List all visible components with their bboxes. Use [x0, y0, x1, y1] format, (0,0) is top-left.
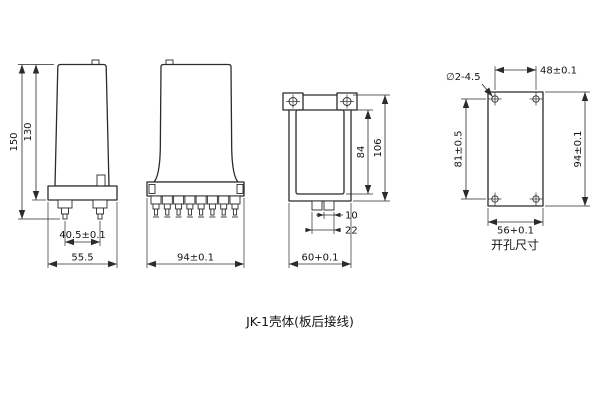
- rear-pin-right: [323, 200, 335, 211]
- dim-rear-height: 106: [373, 138, 384, 157]
- terminal-right: [92, 199, 108, 220]
- dim-side-width: 55.5: [71, 253, 93, 264]
- drill-view-label: 开孔尺寸: [491, 238, 539, 252]
- side-view: 150 130 40.5±0.1 55.5: [9, 59, 118, 268]
- drawing-caption: JK-1壳体(板后接线): [245, 314, 354, 329]
- dim-rear-width: 60+0.1: [301, 253, 338, 264]
- dim-pin-span: 22: [345, 225, 358, 236]
- terminal-left: [57, 199, 73, 220]
- rear-window: [295, 109, 345, 195]
- dim-window-height: 84: [356, 146, 367, 159]
- dim-cutout-width: 56+0.1: [497, 226, 534, 237]
- top-clip: [91, 59, 100, 65]
- dim-hole-pitch-x: 48±0.1: [540, 66, 577, 77]
- housing-body-front: [153, 63, 239, 183]
- flange-tab-right: [236, 184, 244, 194]
- cutout-outline: [487, 91, 544, 207]
- latch-screw: [96, 174, 106, 187]
- rear-view-dimensions: 84 106 10 22 60+0.1: [288, 94, 390, 268]
- front-view: 94±0.1: [146, 59, 245, 268]
- base-flange-side: [47, 185, 118, 201]
- dim-terminal-pitch: 40.5±0.1: [59, 230, 106, 241]
- dim-front-width: 94±0.1: [177, 253, 214, 264]
- front-view-dimensions: 94±0.1: [146, 198, 245, 268]
- rear-view: 84 106 10 22 60+0.1: [282, 92, 390, 268]
- top-clip: [165, 59, 174, 65]
- drill-holes: [488, 92, 543, 206]
- hole-diameter-callout: ∅2-4.5: [446, 72, 481, 83]
- side-view-dimensions: 150 130 40.5±0.1 55.5: [9, 64, 118, 268]
- terminal-row: [150, 195, 241, 218]
- dim-hole-pitch-y: 81±0.5: [454, 130, 465, 167]
- dim-body-height: 130: [23, 122, 34, 141]
- drill-view-dimensions: ∅2-4.5 48±0.1 81±0.5 94±0.1 56+0.1: [446, 66, 590, 237]
- flange-tab-left: [148, 184, 156, 194]
- base-flange-front: [146, 181, 245, 197]
- dim-pin-width: 10: [345, 210, 358, 221]
- housing-body-side: [54, 63, 110, 187]
- rear-pin-left: [311, 200, 323, 211]
- dim-total-height: 150: [9, 132, 20, 151]
- drill-view: ∅2-4.5 48±0.1 81±0.5 94±0.1 56+0.1 开孔尺寸: [446, 66, 590, 252]
- dim-cutout-height: 94±0.1: [573, 130, 584, 167]
